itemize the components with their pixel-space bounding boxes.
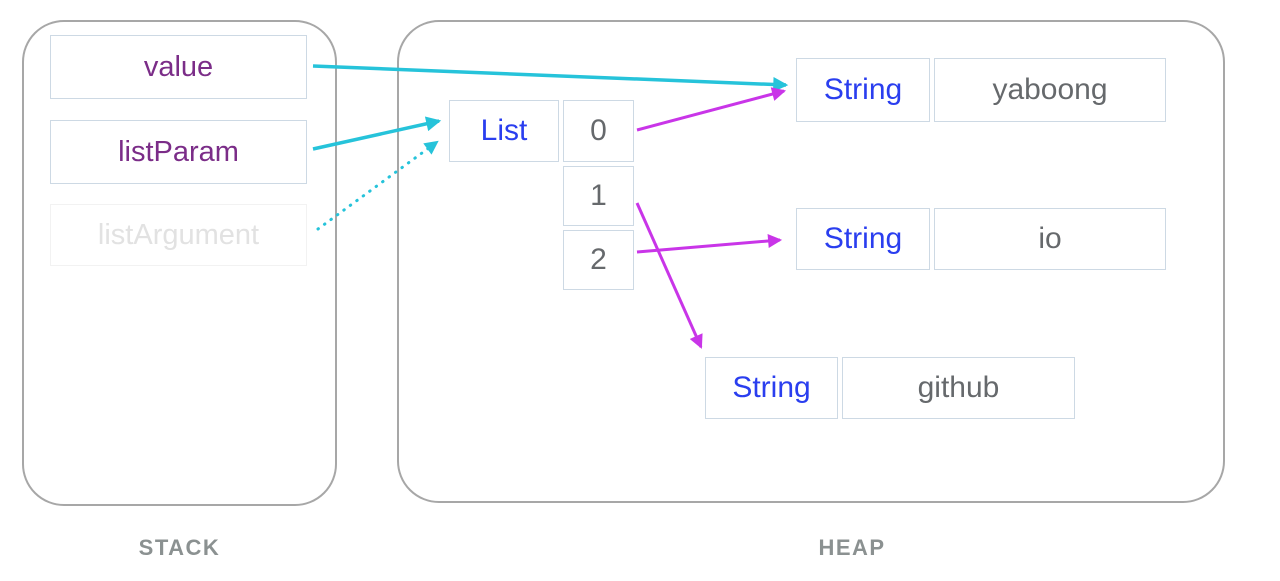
string-value-io: io <box>1038 222 1062 255</box>
string-object-github-type-cell: String <box>705 357 838 419</box>
string-value-github: github <box>917 371 1000 404</box>
variable-name-listparam: listParam <box>118 135 239 168</box>
string-type-label: String <box>823 222 903 255</box>
string-type-label: String <box>823 73 903 106</box>
variable-box-value: value <box>50 35 307 99</box>
heap-region-label: HEAP <box>818 535 886 560</box>
variable-name-value: value <box>143 50 214 83</box>
list-index-1: 1 <box>590 179 607 212</box>
string-object-yaboong-value-cell: yaboong <box>934 58 1166 122</box>
string-type-label: String <box>732 371 811 404</box>
string-value-yaboong: yaboong <box>992 73 1108 106</box>
string-object-io-value-cell: io <box>934 208 1166 270</box>
variable-box-listparam: listParam <box>50 120 307 184</box>
string-object-io-type-cell: String <box>796 208 930 270</box>
variable-box-listargument-faded: listArgument <box>50 204 307 266</box>
string-object-github-value-cell: github <box>842 357 1075 419</box>
list-index-0: 0 <box>590 114 607 147</box>
list-object-type-cell: List <box>449 100 559 162</box>
list-index-cell-1: 1 <box>563 166 634 226</box>
list-type-label: List <box>480 114 528 147</box>
string-object-yaboong-type-cell: String <box>796 58 930 122</box>
stack-region-label: STACK <box>138 535 221 560</box>
variable-name-listargument: listArgument <box>97 218 260 251</box>
list-index-2: 2 <box>590 243 607 276</box>
list-index-cell-2: 2 <box>563 230 634 290</box>
list-index-cell-0: 0 <box>563 100 634 162</box>
